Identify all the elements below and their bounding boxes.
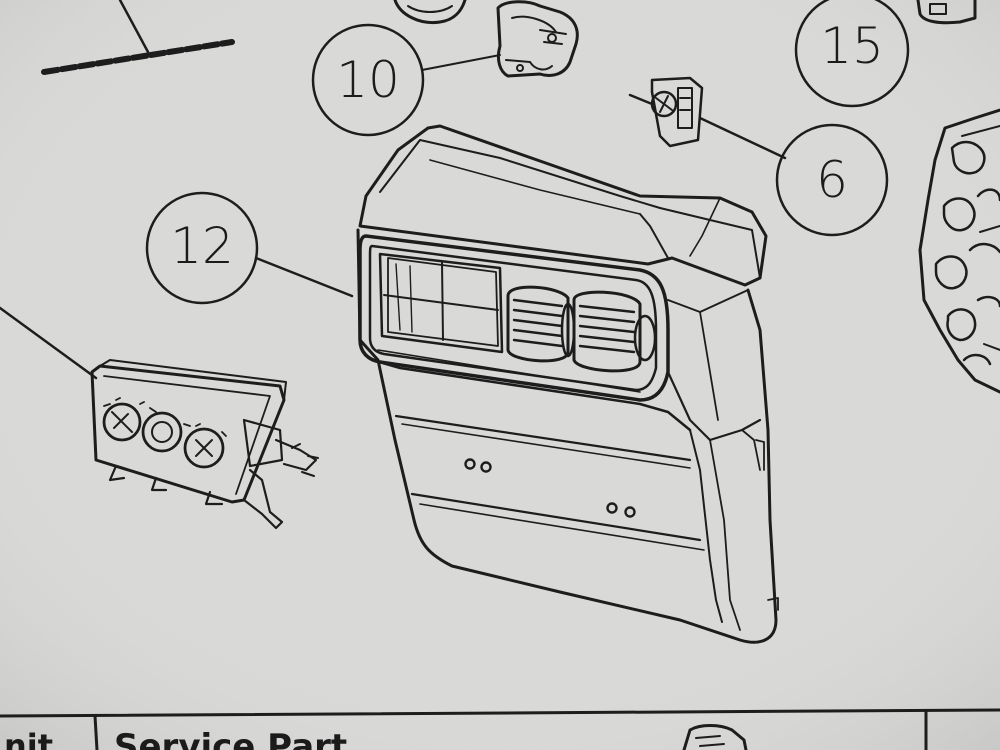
callout-12-label: 12 — [170, 217, 234, 275]
callout-15: 15 — [794, 0, 910, 108]
callout-10: 10 — [311, 23, 425, 137]
part-10-actuator — [421, 0, 579, 78]
footer-cell-unit: nit — [4, 727, 53, 750]
footer-part-thumbnail-icon — [682, 724, 748, 750]
parts-list-footer: nit Service Part — [0, 708, 1000, 750]
callout-12: 12 — [145, 191, 354, 305]
top-left-leader-line — [41, 0, 235, 75]
callout-6-label: 6 — [816, 151, 848, 209]
part-15-fragment — [916, 0, 977, 25]
callout-10-label: 10 — [336, 51, 400, 109]
part-6-switch — [628, 76, 787, 160]
part-12-rear-console-panel — [356, 124, 779, 644]
callout-6: 6 — [775, 123, 889, 237]
partial-part-top — [393, 0, 467, 25]
part-climate-control-unit — [0, 306, 319, 530]
footer-cell-description: Service Part — [114, 727, 347, 750]
callout-15-label: 15 — [820, 17, 884, 75]
